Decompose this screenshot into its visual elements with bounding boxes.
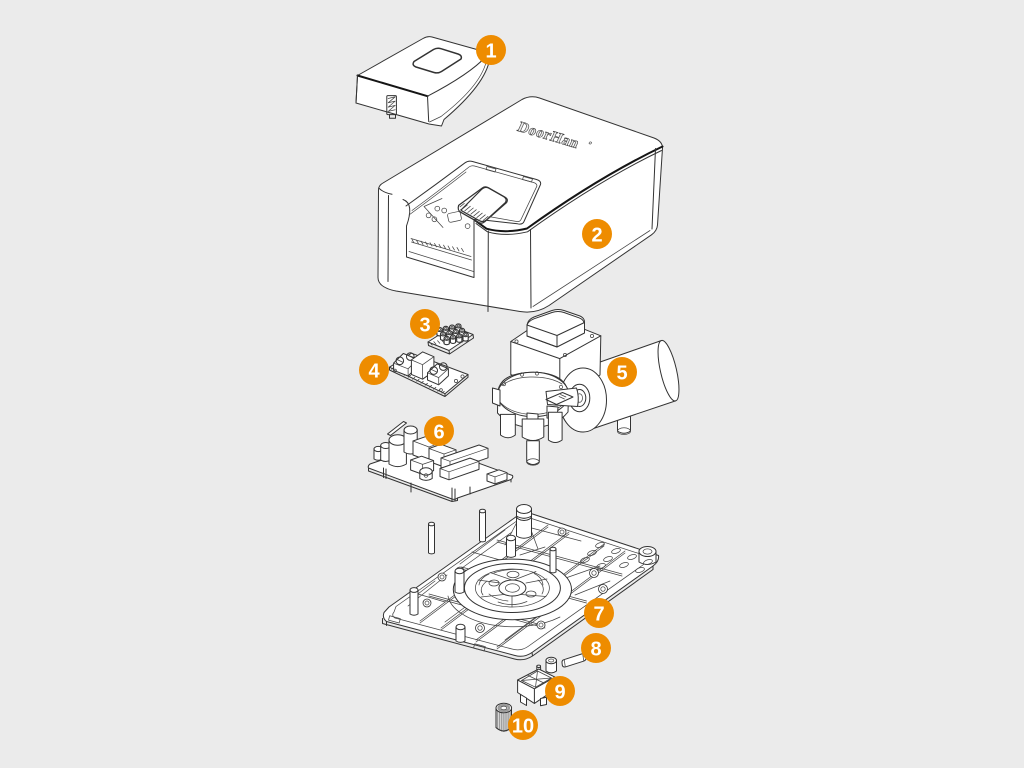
svg-text:3: 3 [419,315,430,337]
svg-text:5: 5 [616,363,627,385]
svg-text:2: 2 [591,225,602,247]
svg-text:6: 6 [433,422,444,444]
svg-text:8: 8 [590,639,601,661]
svg-text:7: 7 [593,604,604,626]
svg-text:9: 9 [554,682,565,704]
svg-text:10: 10 [512,716,534,738]
svg-text:4: 4 [368,361,380,383]
svg-text:1: 1 [485,41,496,63]
